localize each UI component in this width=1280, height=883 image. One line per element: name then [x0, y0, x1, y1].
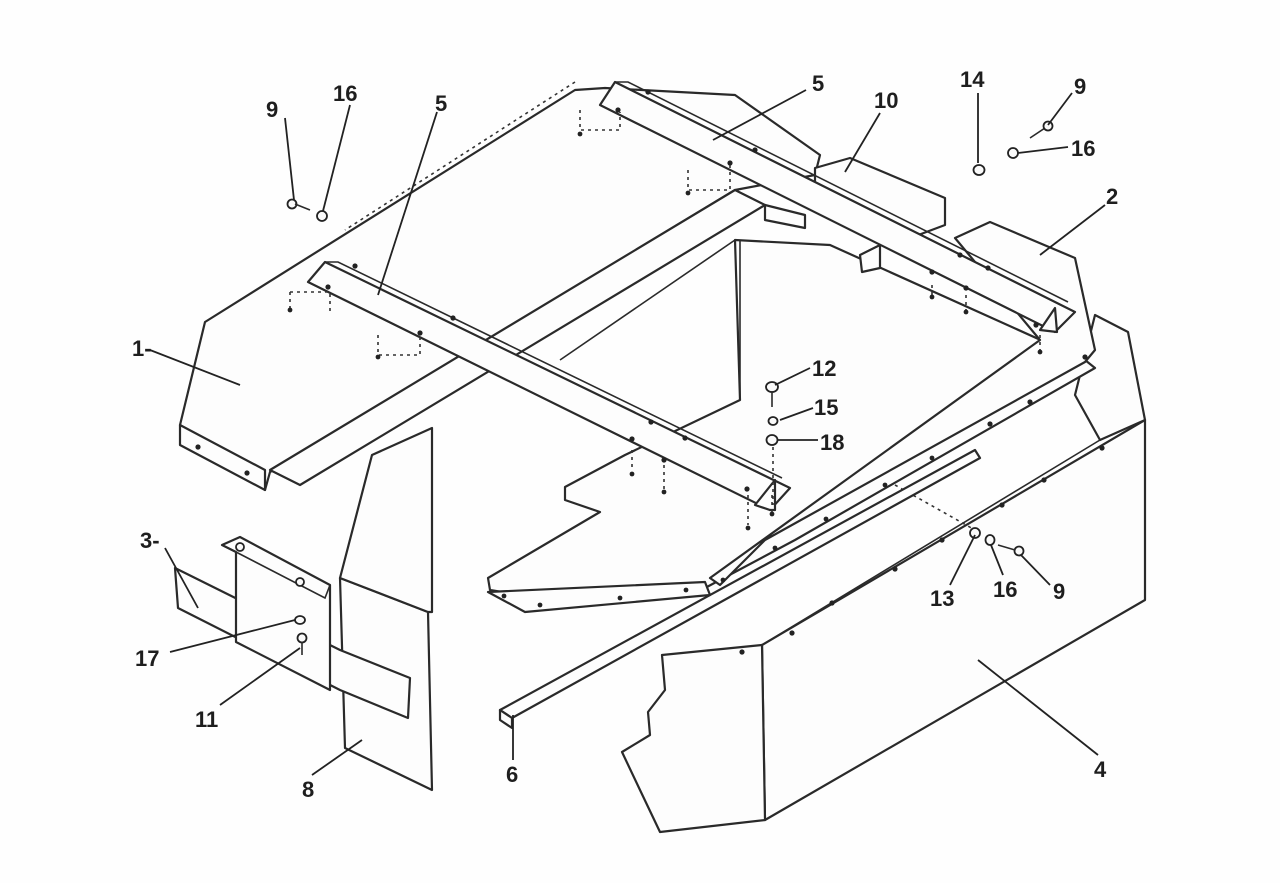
- part-5-rail-right: [598, 80, 1077, 334]
- part-3-bracket: [173, 535, 412, 720]
- callout-11: 11: [195, 707, 218, 732]
- callout-16-top-right: 16: [1071, 136, 1095, 161]
- callout-16-top-left: 16: [333, 81, 357, 106]
- part-1-left-deck: [178, 81, 822, 492]
- callout-10: 10: [874, 88, 898, 113]
- callout-labels: 1- 2 3- 4 5 5 6 8 9 9 9 10 11 12 13 14 1…: [132, 67, 1118, 802]
- callout-18: 18: [820, 430, 844, 455]
- callout-2: 2: [1106, 184, 1118, 209]
- part-6-angle-strip: [486, 448, 982, 730]
- callout-12: 12: [812, 356, 836, 381]
- part-4-front-panel: [620, 313, 1147, 834]
- hardware: [286, 120, 1054, 655]
- leader-lines: [149, 89, 1106, 776]
- callout-6: 6: [506, 762, 518, 787]
- callout-9-lower-right: 9: [1053, 579, 1065, 604]
- callout-4: 4: [1094, 757, 1107, 782]
- part-8-side-panel: [338, 426, 434, 792]
- callout-15: 15: [814, 395, 838, 420]
- part-5-rail-left: [306, 260, 792, 512]
- callout-3: 3-: [140, 528, 160, 553]
- callout-17: 17: [135, 646, 159, 671]
- callout-1: 1-: [132, 336, 152, 361]
- callout-8: 8: [302, 777, 314, 802]
- callout-9-top-right: 9: [1074, 74, 1086, 99]
- part-2-right-deck: [708, 220, 1097, 587]
- callout-5-right: 5: [812, 71, 824, 96]
- callout-16-lower-right: 16: [993, 577, 1017, 602]
- callout-9-top-left: 9: [266, 97, 278, 122]
- callout-14: 14: [960, 67, 985, 92]
- callout-5-left: 5: [435, 91, 447, 116]
- callout-13: 13: [930, 586, 954, 611]
